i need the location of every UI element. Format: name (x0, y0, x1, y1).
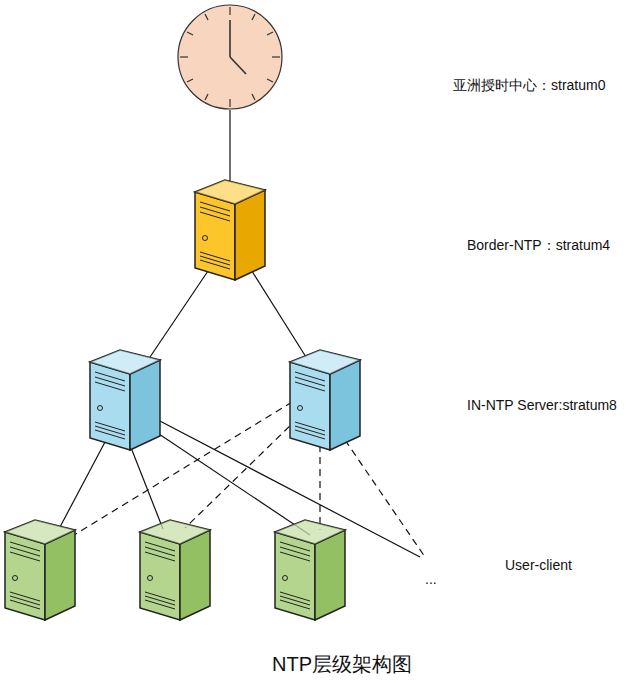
client-server (5, 520, 75, 620)
in-ntp-server (90, 350, 160, 450)
level-label: User-client (505, 556, 572, 574)
figure-caption: NTP层级架构图 (272, 652, 412, 676)
level-label: 亚洲授时中心：stratum0 (453, 76, 605, 94)
border-ntp-server (195, 180, 265, 280)
link-lines (60, 110, 420, 557)
level-label: Border-NTP：stratum4 (467, 236, 610, 254)
level-label: ... (425, 570, 437, 588)
in-ntp-server (290, 350, 360, 450)
client-server (275, 520, 345, 620)
level-label: IN-NTP Server:stratum8 (467, 396, 617, 414)
clock-icon (178, 5, 282, 109)
client-server (140, 520, 210, 620)
